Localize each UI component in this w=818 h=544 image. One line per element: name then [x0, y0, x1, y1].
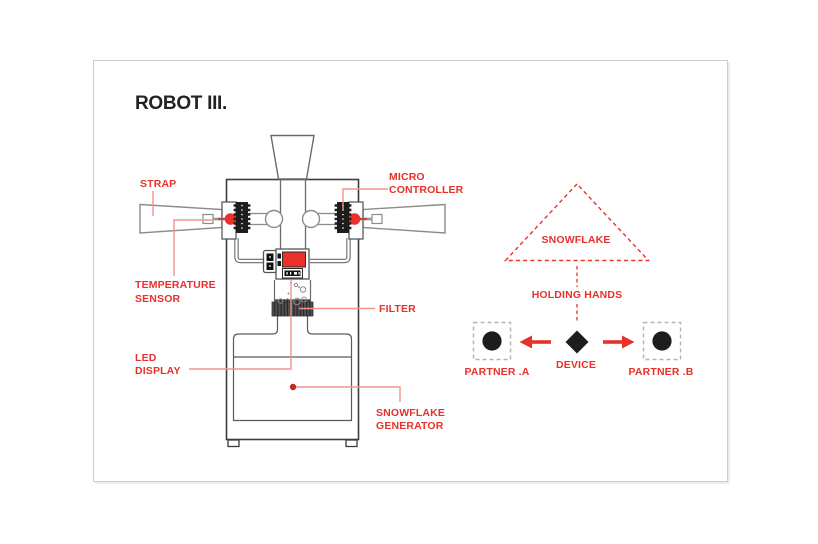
left-servo-gear-icon — [233, 202, 251, 233]
left-red-hub — [224, 213, 237, 225]
device-label: DEVICE — [556, 358, 596, 371]
snowflake-generator-box — [232, 316, 353, 422]
filter-label: FILTER — [379, 302, 416, 315]
temperature-sensor-leader — [173, 219, 212, 276]
chest-column — [273, 280, 312, 302]
partner-b-dot — [652, 331, 672, 351]
left-foot — [227, 439, 240, 448]
led-display-leader — [189, 280, 292, 370]
generator-point-dot — [289, 383, 297, 391]
micro-controller-board — [262, 248, 310, 280]
left-shoulder-bone — [246, 209, 284, 229]
snowflake-triangle — [503, 182, 651, 262]
content-frame — [93, 60, 728, 482]
device-diamond-icon — [565, 330, 589, 354]
page-title: ROBOT III. — [135, 93, 228, 114]
micro-controller-leader — [342, 188, 388, 210]
left-shoulder-assembly — [202, 201, 251, 240]
arrow-right-icon — [603, 335, 635, 349]
partner-a-dot — [482, 331, 502, 351]
holding-hands-label: HOLDING HANDS — [531, 289, 623, 301]
snowflake-generator-leader — [293, 386, 401, 402]
leader-lines — [152, 188, 401, 402]
right-pin-head — [371, 213, 383, 225]
funnel-hopper — [270, 134, 315, 180]
arrow-left-icon — [519, 335, 551, 349]
right-shoulder-bone — [301, 209, 339, 229]
strap-label: STRAP — [140, 177, 177, 190]
partner-a-label: PARTNER .A — [464, 365, 530, 378]
snow-particles — [277, 281, 307, 306]
snowflake-generator-label: SNOWFLAKE GENERATOR — [376, 406, 446, 433]
micro-controller-label: MICRO CONTROLLER — [389, 170, 464, 197]
robot-iii-drawing — [139, 134, 446, 448]
temperature-sensor-label: TEMPERATURE SENSOR — [135, 279, 216, 305]
shoulder-wires — [234, 238, 351, 264]
partner-b-label: PARTNER .B — [628, 365, 694, 378]
red-display-screen — [282, 251, 306, 268]
right-foot — [345, 439, 358, 448]
usage-schematic — [472, 182, 682, 361]
filter-teeth — [275, 299, 310, 303]
right-red-hub — [348, 213, 361, 225]
snowflake-label: SNOWFLAKE — [541, 233, 611, 246]
led-display-label: LED DISPLAY — [135, 351, 181, 378]
left-pin-head — [202, 213, 214, 225]
